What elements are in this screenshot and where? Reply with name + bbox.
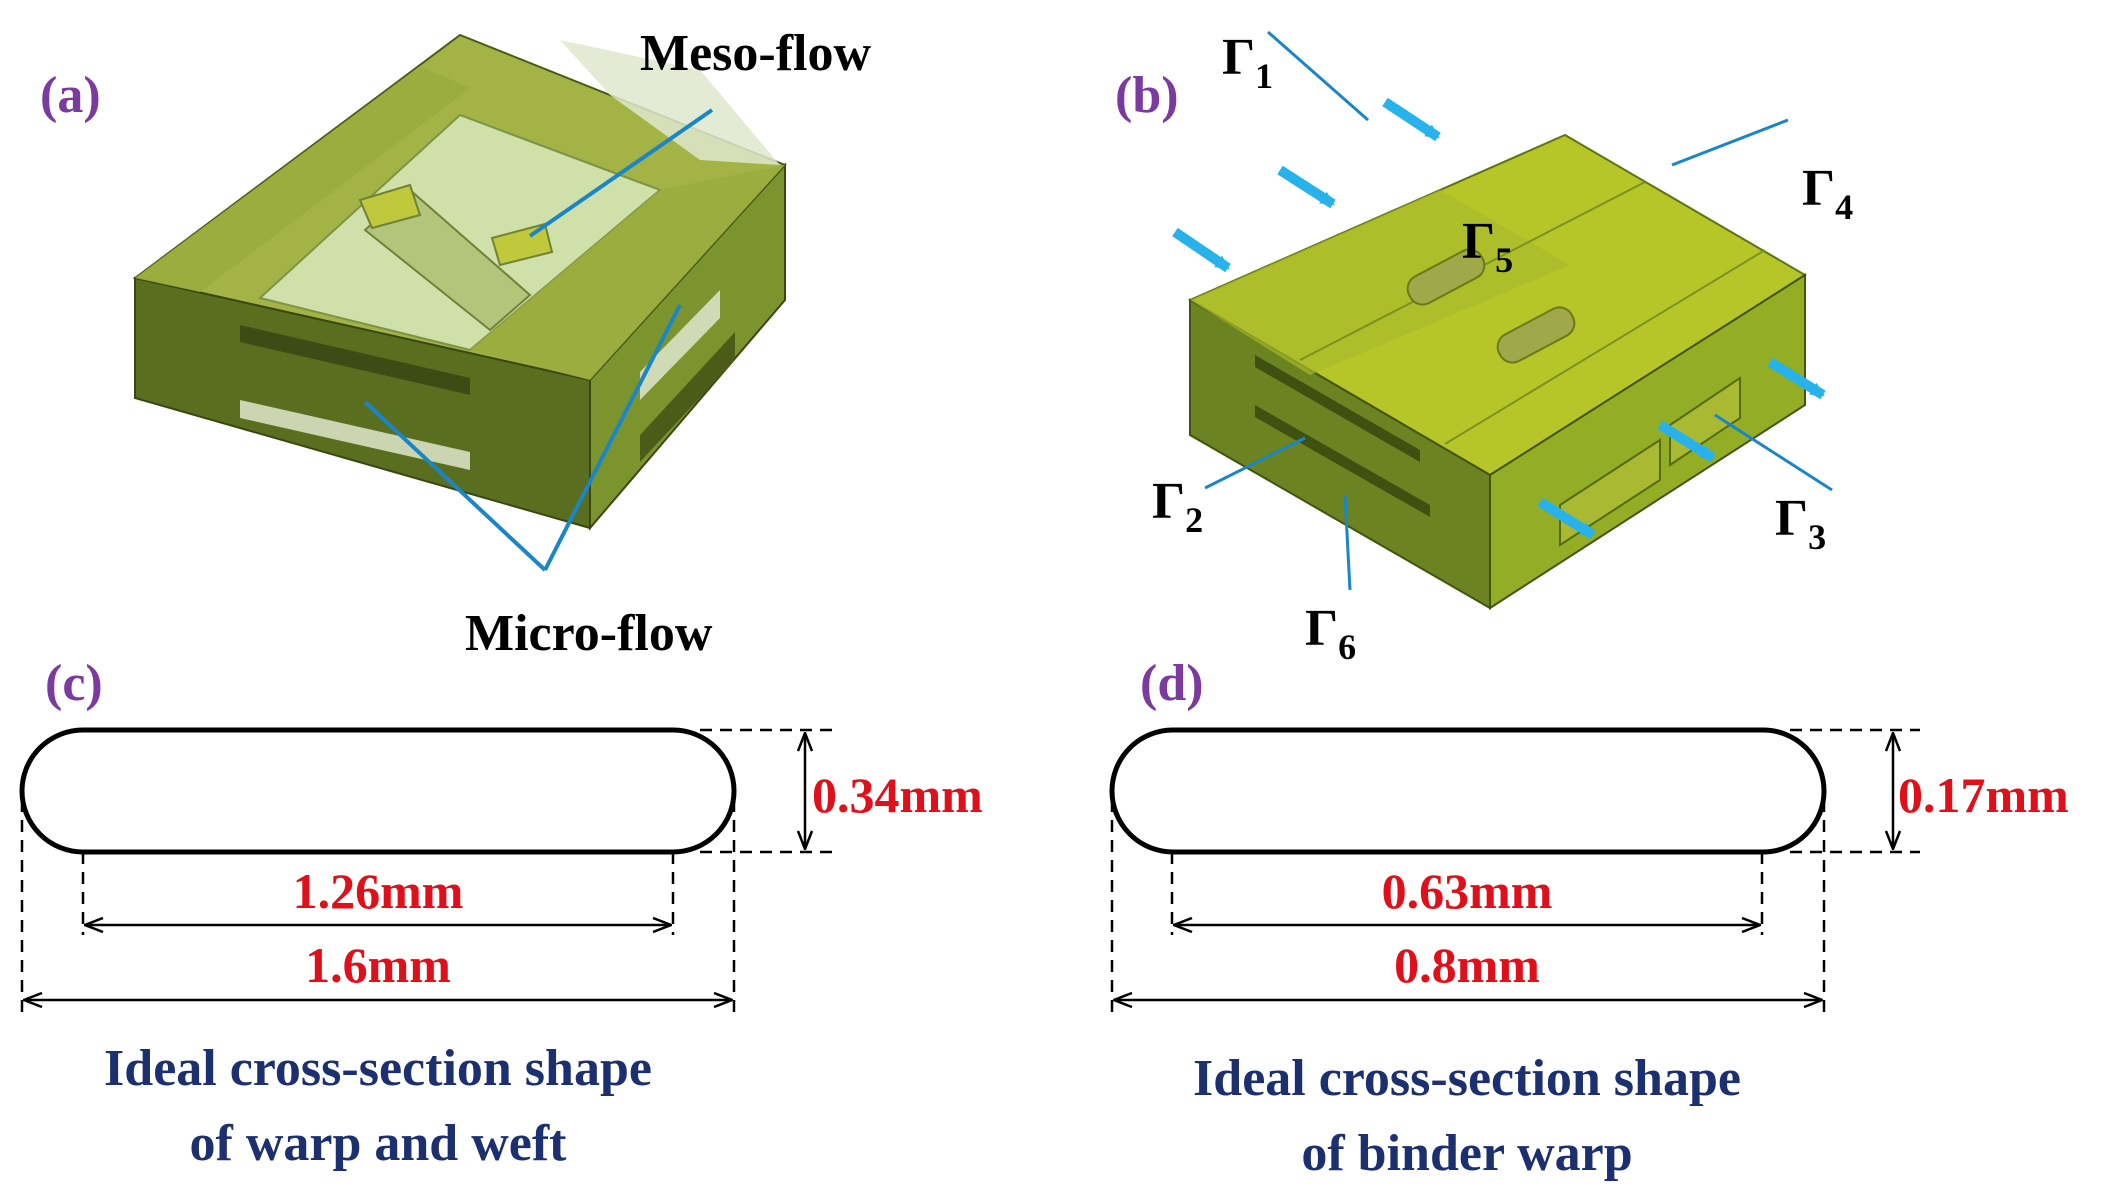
panel-d: (d) 0.17mm 0.63mm 0.8mm Ideal cross-sect… [1109,655,2069,1182]
model-b-top-slot-2 [1496,306,1576,364]
model-b-front-slot-1 [1255,355,1420,462]
meso-flow-label: Meso-flow [640,25,871,82]
gamma2-leader [1204,436,1306,490]
c-inner-value: 1.26mm [293,863,464,919]
micro-flow-label: Micro-flow [465,605,713,662]
model-a-front-slot-bottom [240,400,470,470]
model-b-seam-2 [1444,249,1766,445]
model-a-side-slot-upper [640,290,720,400]
model-b-top-shade [1190,190,1570,375]
model-a-corner-channel [560,40,780,165]
model-a-yarn-band-left [135,66,470,292]
model-a-side-slot-lower [640,332,735,462]
panel-c: (c) 0.34mm 1.26mm 1.6mm Ideal cross-sect… [19,655,983,1172]
c-caption-line1: Ideal cross-section shape [104,1040,652,1097]
model-a-yarn-band-right [470,165,785,380]
c-height-value: 0.34mm [812,767,983,823]
unit-cell-model-b [1187,133,1807,610]
gamma1-leader [1267,30,1369,122]
d-outer-value: 0.8mm [1394,937,1540,993]
model-b-top-slot-1 [1406,248,1486,306]
c-outer-value: 1.6mm [305,937,451,993]
d-inner-value: 0.63mm [1382,863,1553,919]
gamma3-leader [1714,413,1833,492]
panel-b: (b) [1115,29,1853,667]
unit-cell-model-a [132,33,787,531]
micro-flow-leader-front [363,400,547,572]
inflow-arrow-3 [1382,97,1441,142]
d-caption-line2: of binder warp [1301,1125,1632,1182]
outflow-arrow-1 [1537,497,1596,540]
micro-flow-leader-side [543,304,682,571]
panel-a-label: (a) [40,67,101,124]
meso-flow-leader [528,108,714,238]
gamma1-label: Γ1 [1222,29,1273,96]
warp-weft-cross-section [19,727,737,855]
inflow-arrow-2 [1277,165,1336,209]
d-caption-line1: Ideal cross-section shape [1193,1050,1741,1107]
panel-b-label: (b) [1115,67,1179,124]
model-b-front-slot-2 [1255,405,1430,517]
gamma4-leader [1671,118,1789,167]
gamma5-label: Γ5 [1462,213,1513,280]
c-caption-line2: of warp and weft [190,1115,568,1172]
outflow-arrow-2 [1657,420,1716,463]
d-height-value: 0.17mm [1898,767,2069,823]
model-a-yarn-end-left [358,183,422,230]
inflow-arrow-1 [1172,227,1231,273]
gamma4-label: Γ4 [1802,160,1853,227]
model-b-side-opening-1 [1559,438,1661,547]
gamma6-leader [1343,494,1352,591]
model-a-front-slot-top [240,325,470,395]
binder-warp-cross-section [1109,727,1827,855]
panel-d-label: (d) [1140,655,1204,712]
model-a-yarn-end-right [490,222,554,267]
gamma6-label: Γ6 [1305,600,1356,667]
panel-a: (a) [40,25,871,662]
gamma2-label: Γ2 [1152,473,1203,540]
gamma3-label: Γ3 [1775,490,1826,557]
panel-c-label: (c) [45,655,103,712]
outflow-arrow-3 [1767,357,1826,400]
